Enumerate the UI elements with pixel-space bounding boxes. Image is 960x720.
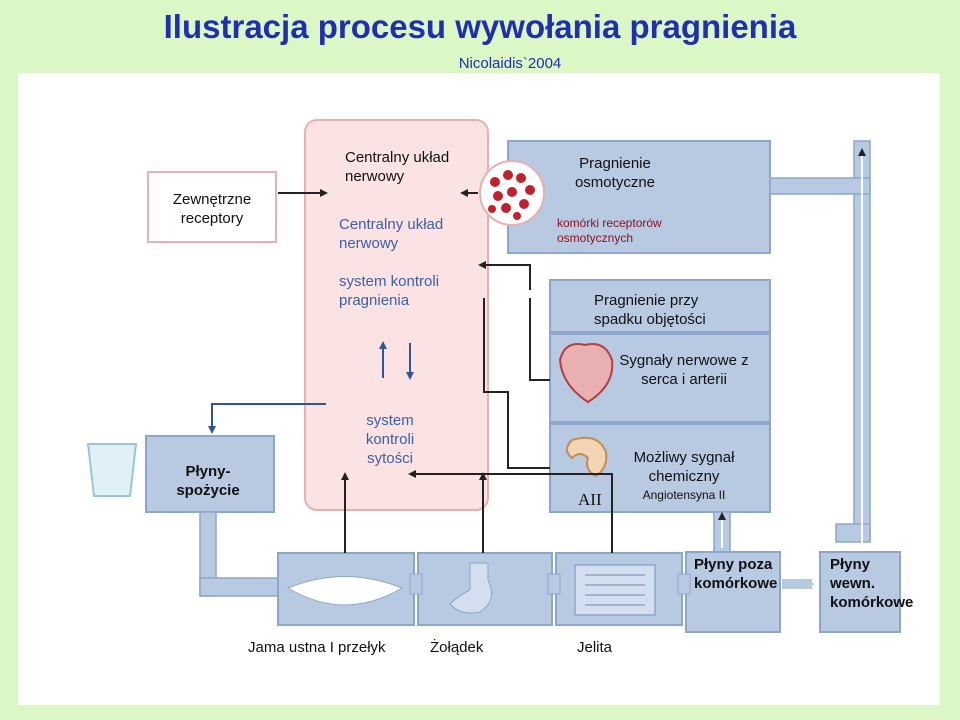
stomach-label: Żołądek [430, 639, 484, 656]
lips-icon [286, 576, 404, 606]
intestine-label: Jelita [577, 639, 613, 656]
kidney-icon [566, 436, 608, 478]
page-title: Ilustracja procesu wywołania pragnienia [163, 8, 797, 45]
chemical-signal-label: Możliwy sygnał chemiczny [633, 449, 735, 485]
satiety-control-label: system kontroli sytości [365, 412, 415, 467]
intracellular-label: Płyny wewn. komórkowe [830, 556, 914, 611]
thirst-control-label: system kontroli pragnienia [339, 273, 440, 309]
volume-thirst-label: Pragnienie przy spadku objętości [594, 292, 706, 328]
channel-riser-2 [835, 523, 871, 543]
extracellular-label: Płyny poza komórkowe [694, 556, 778, 592]
intracellular-box [819, 551, 901, 633]
heart-to-cns-arrow [529, 298, 550, 381]
osmotic-thirst-label: Pragnienie osmotyczne [574, 155, 656, 191]
heart-icon [558, 343, 614, 404]
citation: Nicolaidis`2004 [458, 55, 562, 72]
volume-thirst-box [549, 279, 771, 333]
channel-top-link [769, 177, 871, 195]
osmo-cells-label: komórki receptorów osmotycznych [557, 216, 662, 245]
kidney-to-cns-arrow [483, 298, 550, 469]
external-receptors-label: Zewnętrzne receptory [172, 191, 252, 227]
mouth-label: Jama ustna I przełyk [248, 639, 386, 656]
cns-label: Centralny układ nerwowy [339, 216, 444, 252]
angiotensin-label: Angiotensyna II [642, 488, 726, 502]
cns-to-intake-arrow [208, 403, 326, 434]
cns-header-label: Centralny układ nerwowy [345, 149, 450, 185]
intestine-icon [574, 564, 656, 616]
bottom-channel-1 [199, 577, 281, 597]
aii-label: AII [578, 490, 602, 509]
volume-to-cns-arrow [478, 261, 531, 290]
stomach-icon [449, 562, 493, 614]
glass-icon [86, 443, 138, 497]
cns-box [304, 119, 489, 511]
external-receptors-box [147, 171, 277, 243]
fluid-intake-label: Płyny-spożycie [176, 463, 240, 499]
extracellular-box [685, 551, 781, 633]
neural-signals-label: Sygnały nerwowe z serca i arterii [619, 352, 749, 388]
intestine-to-cns-arrow [408, 470, 613, 553]
